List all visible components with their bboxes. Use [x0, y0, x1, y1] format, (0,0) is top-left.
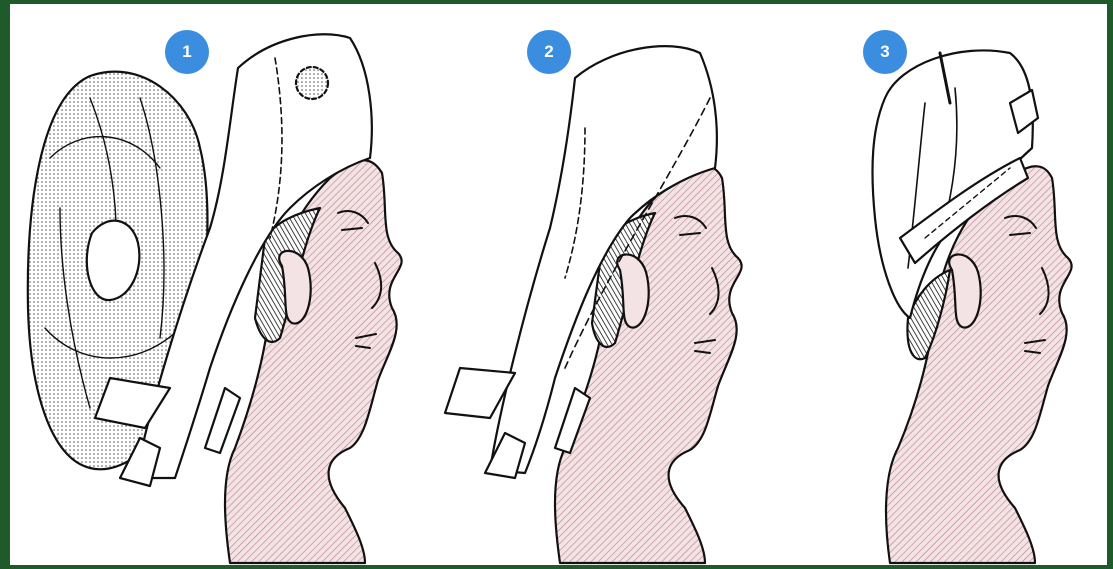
step-1-badge: 1 — [165, 30, 209, 74]
step-3-badge: 3 — [863, 30, 907, 74]
wound-pad-1 — [296, 67, 328, 99]
step-1-figure — [28, 34, 402, 563]
head-bandage-illustration — [20, 8, 1113, 569]
step-number: 1 — [182, 42, 191, 62]
step-number: 2 — [544, 42, 553, 62]
step-3-figure — [872, 50, 1071, 563]
step-2-figure — [445, 46, 742, 563]
bandage-tail-1b — [205, 388, 240, 453]
step-number: 3 — [880, 42, 889, 62]
step-2-badge: 2 — [527, 30, 571, 74]
